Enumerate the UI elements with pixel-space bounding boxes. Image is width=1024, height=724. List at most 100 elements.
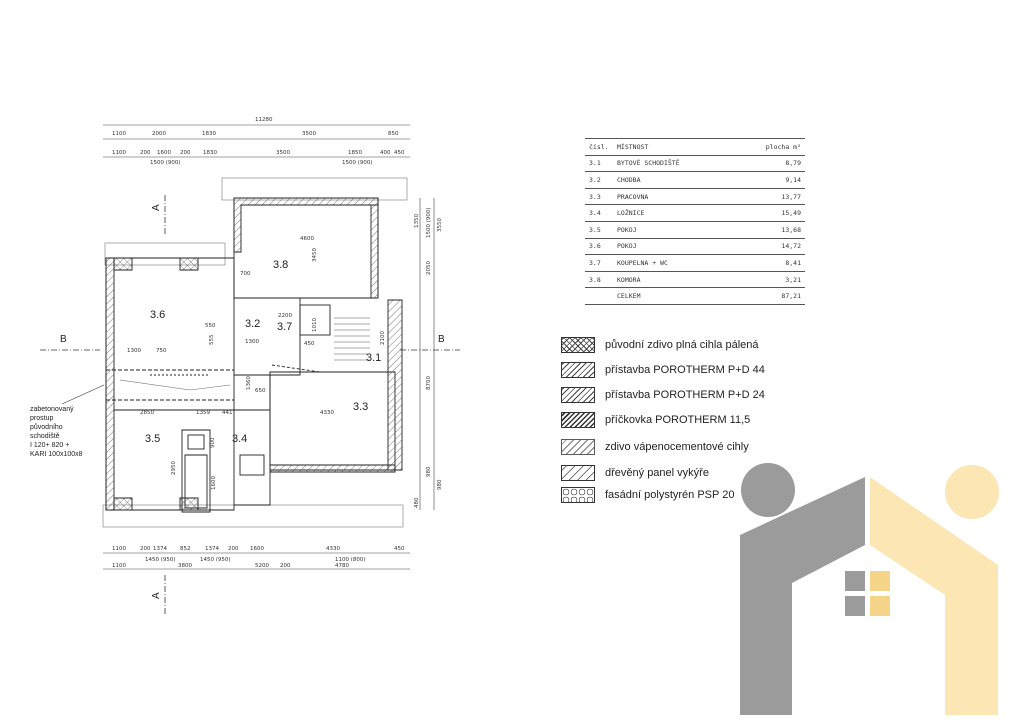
dim-label: 200 (228, 546, 239, 552)
floor-plan-drawing: 11280 1100 2000 1830 3500 850 1100 200 1… (30, 117, 460, 615)
row-num: 3.5 (585, 220, 613, 239)
logo-window-pane (845, 571, 865, 591)
note-line: schodiště (30, 433, 60, 440)
inner-dim: 4330 (320, 410, 334, 416)
legend-item: příčkovka POROTHERM 11,5 (561, 411, 821, 429)
dim-label: 5200 (255, 563, 269, 569)
cross-hatch-swatch-icon (561, 337, 595, 353)
dim-label: 4780 (335, 563, 349, 569)
roof-outline (221, 177, 408, 201)
dim-label: 980 (437, 479, 443, 490)
logo-window-pane (870, 571, 890, 591)
legend-item: původní zdivo plná cihla pálená (561, 336, 821, 354)
row-area: 8,41 (732, 254, 805, 272)
dim-label: 1100 (800) (335, 557, 366, 563)
inner-dim: 2950 (171, 461, 177, 475)
row-num: 3.6 (585, 237, 613, 255)
inner-dim: 550 (205, 323, 216, 329)
dim-label: 3800 (178, 563, 192, 569)
logo-gray-body (740, 477, 865, 715)
dim-top-total: 11280 (255, 117, 273, 123)
inner-dim: 1360 (246, 376, 252, 390)
dim-label: 1830 (202, 131, 216, 137)
hex-pattern-swatch-icon (561, 487, 595, 503)
row-name: KOMORA (613, 270, 733, 288)
dim-label: 1100 (112, 150, 126, 156)
room-label-3-2: 3.2 (245, 318, 260, 330)
dim-label: 1100 (112, 546, 126, 552)
note-line: původního (30, 423, 63, 431)
section-mark-b-left: B (60, 334, 67, 345)
wide-hatch-swatch-icon (561, 465, 595, 481)
row-area: 3,21 (732, 270, 805, 288)
section-mark-a-top: A (151, 204, 162, 211)
row-num: 3.3 (585, 187, 613, 205)
roof-outline-bottom (102, 504, 404, 528)
dim-label: 1500 (900) (150, 160, 181, 166)
inner-dim: 1600 (211, 476, 217, 490)
legend-label: původní zdivo plná cihla pálená (605, 339, 759, 351)
dim-label: 400 (380, 150, 391, 156)
table-row: 3.7 KOUPELNA + WC 8,41 (585, 254, 805, 272)
dim-label: 3500 (302, 131, 316, 137)
inner-dim: 450 (304, 341, 315, 347)
dim-label: 3550 (437, 218, 443, 232)
dim-label: 852 (180, 546, 191, 552)
dim-label: 450 (394, 150, 405, 156)
inner-dim: 4600 (300, 236, 314, 242)
dim-label: 1374 (153, 546, 167, 552)
dim-label: 480 (414, 497, 420, 508)
row-num: 3.4 (585, 204, 613, 222)
inner-dimensions: 4600 3450 700 550 555 1300 750 1300 2200… (127, 236, 386, 490)
row-area: 15,49 (732, 204, 805, 222)
table-row: 3.3 PRACOVNA 13,77 (585, 187, 805, 205)
dim-label: 8700 (426, 376, 432, 390)
dim-bottom-row2: 1100 3800 5200 200 4780 (112, 563, 349, 569)
dim-label: 1500 (900) (426, 207, 432, 238)
dim-label: 1450 (950) (145, 557, 176, 563)
note-line: KARI 100x100x8 (30, 451, 83, 458)
note-line: I 120+ 820 + (30, 442, 69, 449)
diagonal-hatch-swatch-icon (561, 362, 595, 378)
dim-top-row2: 1100 200 1600 200 1830 3500 1850 400 450… (112, 150, 405, 166)
inner-dim: 3450 (312, 248, 318, 262)
table-row: 3.8 KOMORA 3,21 (585, 270, 805, 288)
dim-label: 850 (388, 131, 399, 137)
table-row: 3.6 POKOJ 14,72 (585, 237, 805, 255)
logo-window-pane (845, 596, 865, 616)
header-num: čísl. (585, 138, 613, 156)
table-row: 3.1 BYTOVÉ SCHODIŠTĚ 8,79 (585, 154, 805, 172)
room-label-3-7: 3.7 (277, 321, 292, 333)
inner-dim: 1359 (196, 410, 210, 416)
dim-label: 200 (140, 150, 151, 156)
top-dimension-lines (103, 124, 410, 158)
header-name: MÍSTNOST (613, 138, 733, 156)
dim-label: 200 (180, 150, 191, 156)
inner-dim: 555 (209, 334, 215, 345)
logo-gray-head (741, 463, 795, 517)
logo-yellow-head (945, 465, 999, 519)
room-labels: 3.8 3.6 3.2 3.7 3.1 3.3 3.5 3.4 (145, 259, 381, 445)
legend-item: přístavba POROTHERM P+D 24 (561, 386, 821, 404)
row-num: 3.8 (585, 270, 613, 288)
dim-label: 4330 (326, 546, 340, 552)
dim-bottom-row1: 1100 200 1374 852 1374 200 1600 4330 450… (112, 546, 405, 563)
inner-dim: 2200 (278, 313, 292, 319)
inner-dim: 650 (255, 388, 266, 394)
legend-item: zdivo vápenocementové cihly (561, 438, 821, 456)
dim-label: 2000 (152, 131, 166, 137)
inner-dim: 1300 (127, 348, 141, 354)
dim-label: 1450 (950) (200, 557, 231, 563)
logo-window-pane (870, 596, 890, 616)
inner-dim: 1010 (312, 318, 318, 332)
room-label-3-8: 3.8 (273, 259, 288, 271)
dim-label: 1100 (112, 563, 126, 569)
dim-label: 2050 (426, 261, 432, 275)
row-num: 3.7 (585, 254, 613, 272)
section-marks: A A B B (40, 195, 460, 615)
row-name: POKOJ (613, 220, 733, 239)
dim-label: 200 (280, 563, 291, 569)
dim-label: 450 (394, 546, 405, 552)
dim-label: 200 (140, 546, 151, 552)
header-area: plocha m² (732, 138, 805, 156)
